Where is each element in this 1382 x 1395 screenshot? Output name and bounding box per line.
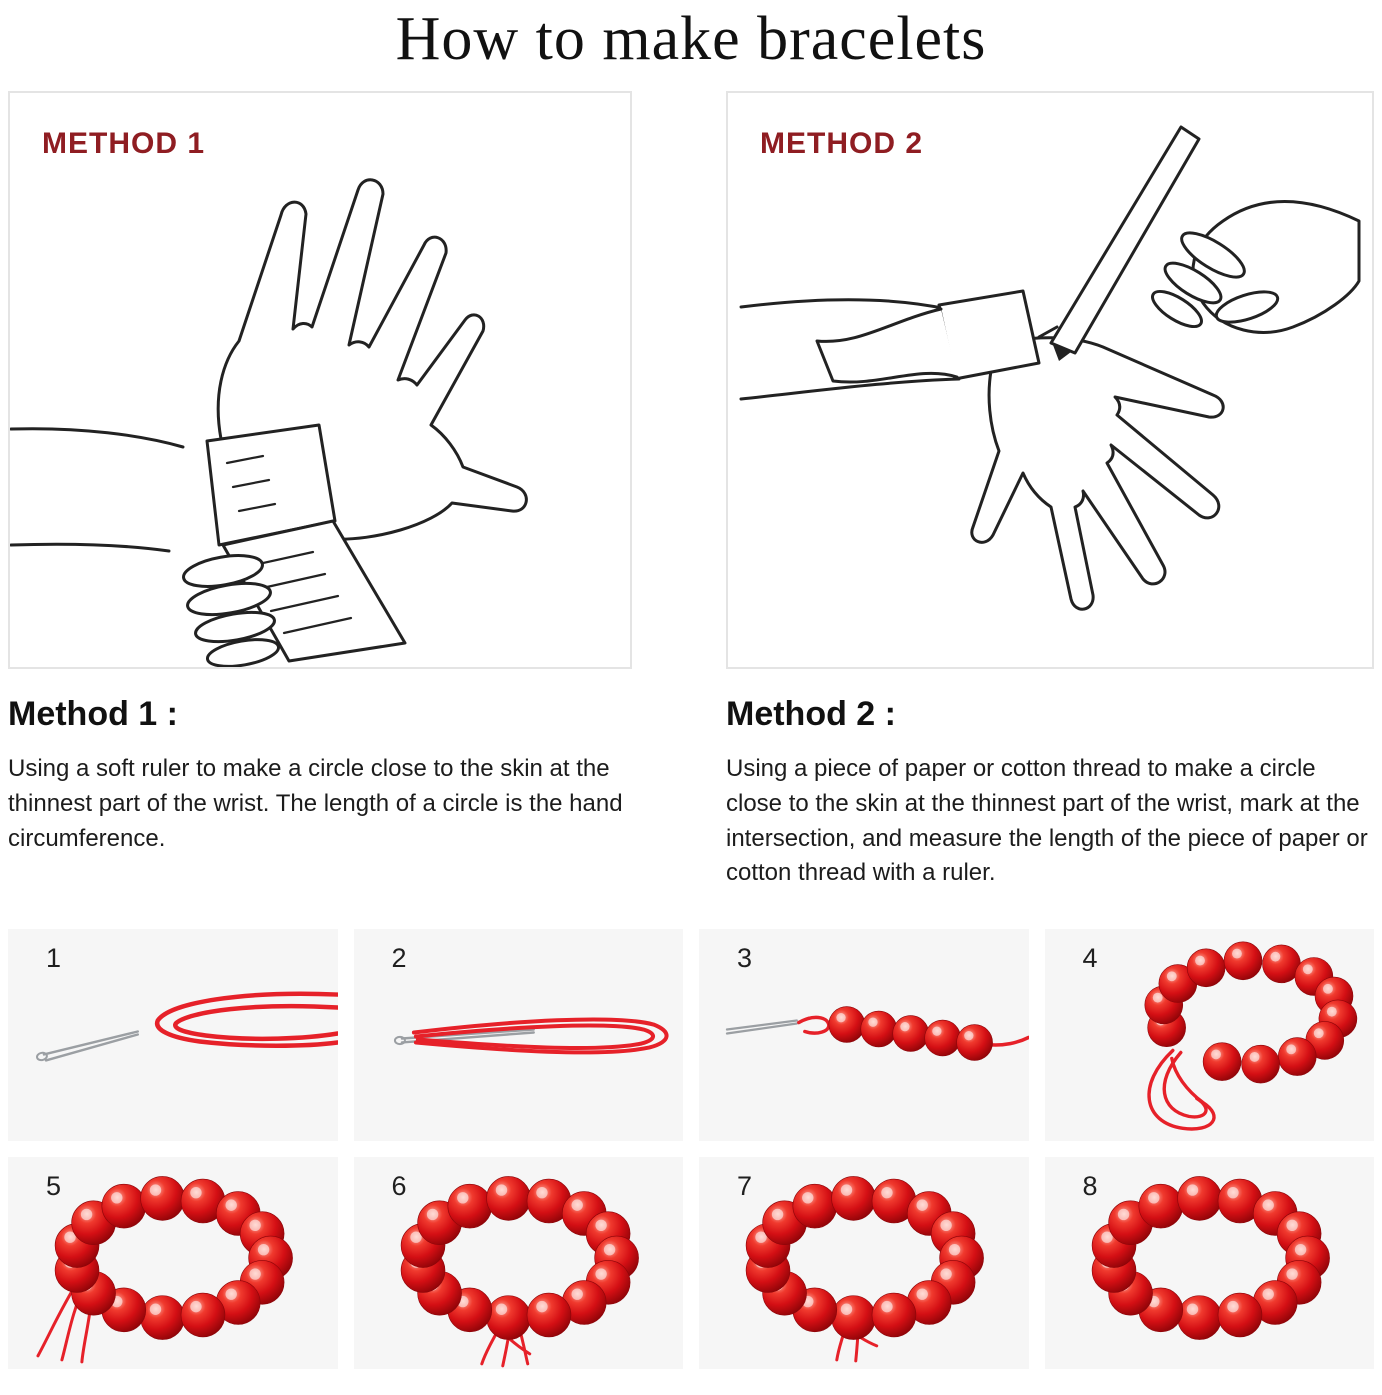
step-number: 7 [737,1171,753,1202]
method1-description-text: Using a soft ruler to make a circle clos… [8,755,623,852]
method2-heading: Method 2 : [726,695,896,733]
step-number: 3 [737,943,753,974]
step-cell-7: 7 [699,1157,1029,1370]
method2-panel: METHOD 2 [726,91,1374,669]
needle-and-cord-illustration [36,991,338,1062]
step-number: 6 [391,1171,407,1202]
bracelet-trimming-illustration [745,1176,984,1363]
step-cell-4: 4 [1044,929,1374,1142]
wrist-pen-illustration [739,125,1361,611]
bracelet-open-loop-illustration [1144,941,1357,1131]
step-cell-8: 8 [1044,1157,1374,1370]
step-cell-1: 1 [8,929,338,1142]
method1-badge: METHOD 1 [42,127,206,160]
step-cell-2: 2 [353,929,683,1142]
bead-ring [1091,1176,1330,1341]
step-cell-6: 6 [353,1157,683,1370]
step-number: 1 [46,943,62,974]
wrist-ruler-illustration [10,178,528,667]
method1-panel: METHOD 1 [8,91,632,669]
step-cell-3: 3 [699,929,1029,1142]
step-number: 2 [391,943,407,974]
steps-grid: 1 2 3 [0,929,1382,1370]
beads-on-cord-illustration [725,1006,1029,1061]
method2-description-block: Method 2 : Using a piece of paper or cot… [726,695,1374,891]
method2-description-text: Using a piece of paper or cotton thread … [726,755,1368,887]
bead-ring [1144,941,1357,1084]
bracelet-knotting-illustration [400,1176,639,1368]
method-descriptions: Method 1 : Using a soft ruler to make a … [0,695,1382,891]
step-cell-5: 5 [8,1157,338,1370]
bead-ring [745,1176,984,1341]
bead-ring [400,1176,639,1341]
method1-heading: Method 1 : [8,695,178,733]
finished-bracelet-illustration [1091,1176,1330,1341]
threaded-needle-illustration [393,1017,668,1055]
method1-description-block: Method 1 : Using a soft ruler to make a … [8,695,638,891]
step-number: 4 [1082,943,1098,974]
method-panels: METHOD 1 METHOD 2 [0,91,1382,669]
bead-ring [54,1176,293,1341]
beads-row [828,1006,993,1061]
bracelet-with-threads-illustration [36,1176,293,1364]
step-number: 8 [1082,1171,1098,1202]
page-title: How to make bracelets [395,5,987,73]
step-number: 5 [46,1171,62,1202]
method2-badge: METHOD 2 [760,127,924,160]
